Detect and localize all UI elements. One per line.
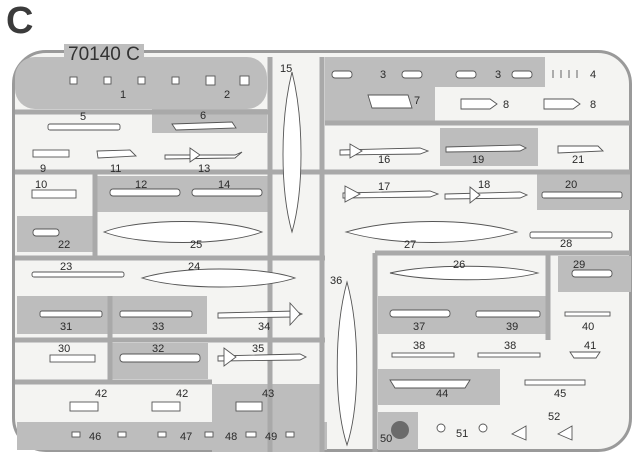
part-number-38b: 38 — [504, 340, 516, 352]
part-number-34: 34 — [258, 321, 270, 333]
part-number-3a: 3 — [380, 69, 386, 81]
part-number-30: 30 — [58, 343, 70, 355]
part-number-1: 1 — [120, 89, 126, 101]
part-number-9: 9 — [40, 163, 46, 175]
part-number-22: 22 — [58, 239, 70, 251]
part-number-13: 13 — [198, 163, 210, 175]
part-number-19: 19 — [472, 154, 484, 166]
part-number-49: 49 — [265, 431, 277, 443]
part-number-51: 51 — [456, 428, 468, 440]
part-number-14: 14 — [218, 179, 230, 191]
part-number-42a: 42 — [95, 388, 107, 400]
part-number-29: 29 — [573, 259, 585, 271]
part-number-47: 47 — [180, 431, 192, 443]
part-number-2: 2 — [224, 89, 230, 101]
part-number-20: 20 — [565, 179, 577, 191]
part-number-4: 4 — [590, 69, 596, 81]
part-number-15: 15 — [280, 63, 292, 75]
part-50-disc — [391, 421, 409, 439]
part-number-7: 7 — [414, 95, 420, 107]
part-number-3b: 3 — [495, 69, 501, 81]
part-number-12: 12 — [135, 179, 147, 191]
part-number-32: 32 — [152, 343, 164, 355]
part-number-24: 24 — [188, 261, 200, 273]
parts-outlines — [31, 70, 623, 447]
part-number-31: 31 — [60, 321, 72, 333]
part-number-45: 45 — [554, 388, 566, 400]
part-number-33: 33 — [152, 321, 164, 333]
part-number-40: 40 — [582, 321, 594, 333]
part-number-10: 10 — [35, 179, 47, 191]
part-number-39: 39 — [506, 321, 518, 333]
part-number-44: 44 — [436, 388, 448, 400]
sprue-runners — [15, 57, 630, 452]
part-number-50: 50 — [380, 433, 392, 445]
part-number-25: 25 — [190, 239, 202, 251]
part-number-8b: 8 — [590, 99, 596, 111]
part-number-36: 36 — [330, 275, 342, 287]
part-number-11: 11 — [110, 163, 121, 175]
part-number-6: 6 — [200, 110, 206, 122]
part-number-37: 37 — [413, 321, 425, 333]
part-number-48: 48 — [225, 431, 237, 443]
part-number-52: 52 — [548, 411, 560, 423]
sheet-letter: C — [6, 0, 34, 42]
part-number-16: 16 — [378, 154, 390, 166]
part-number-26: 26 — [453, 259, 465, 271]
part-number-27: 27 — [404, 239, 416, 251]
part-number-5: 5 — [80, 111, 86, 123]
part-number-38a: 38 — [413, 340, 425, 352]
part-number-41: 41 — [584, 340, 596, 352]
part-number-42b: 42 — [176, 388, 188, 400]
part-number-43: 43 — [262, 388, 274, 400]
part-number-21: 21 — [572, 154, 584, 166]
kit-code: 70140 C — [64, 44, 144, 66]
part-number-28: 28 — [560, 238, 572, 250]
part-number-17: 17 — [378, 181, 390, 193]
part-number-18: 18 — [478, 179, 490, 191]
part-number-46: 46 — [89, 431, 101, 443]
part-number-35: 35 — [252, 343, 264, 355]
part-number-8a: 8 — [503, 99, 509, 111]
part-number-23: 23 — [60, 261, 72, 273]
